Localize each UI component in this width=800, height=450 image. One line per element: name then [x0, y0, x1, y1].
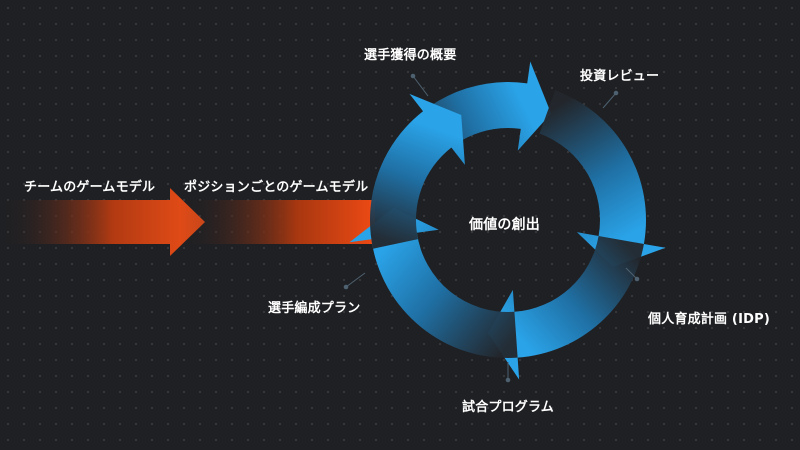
position-game-model-label: ポジションごとのゲームモデル	[184, 180, 369, 195]
leader-investment-dot	[613, 90, 619, 96]
cycle-arrow-idp	[488, 235, 644, 380]
cycle-arrow-match	[349, 207, 518, 359]
value-cycle	[349, 61, 666, 380]
cycle-arrow-squad	[369, 93, 465, 249]
team-game-model-label: チームのゲームモデル	[24, 180, 156, 195]
stage-label-player-acquisition: 選手獲得の概要	[364, 48, 457, 63]
leader-match-dot	[505, 377, 511, 383]
leader-acquisition-line	[412, 75, 429, 97]
team-model-arrow	[0, 188, 205, 256]
leader-investment-line	[602, 92, 617, 109]
stage-label-investment-review: 投資レビュー	[580, 69, 660, 84]
leader-lines	[343, 73, 640, 383]
position-model-band	[180, 200, 375, 244]
leader-squad-dot	[343, 284, 349, 290]
leader-squad-line	[345, 272, 366, 288]
stage-label-idp: 個人育成計画 (IDP)	[648, 312, 770, 327]
cycle-arrow-investment	[539, 90, 666, 267]
stage-label-match-program: 試合プログラム	[462, 400, 555, 415]
leader-acquisition-dot	[410, 73, 416, 79]
stage-label-squad-plan: 選手編成プラン	[268, 301, 361, 316]
leader-idp-dot	[634, 276, 640, 282]
leader-idp-line	[625, 267, 638, 280]
value-creation-label: 価値の創出	[469, 217, 540, 233]
